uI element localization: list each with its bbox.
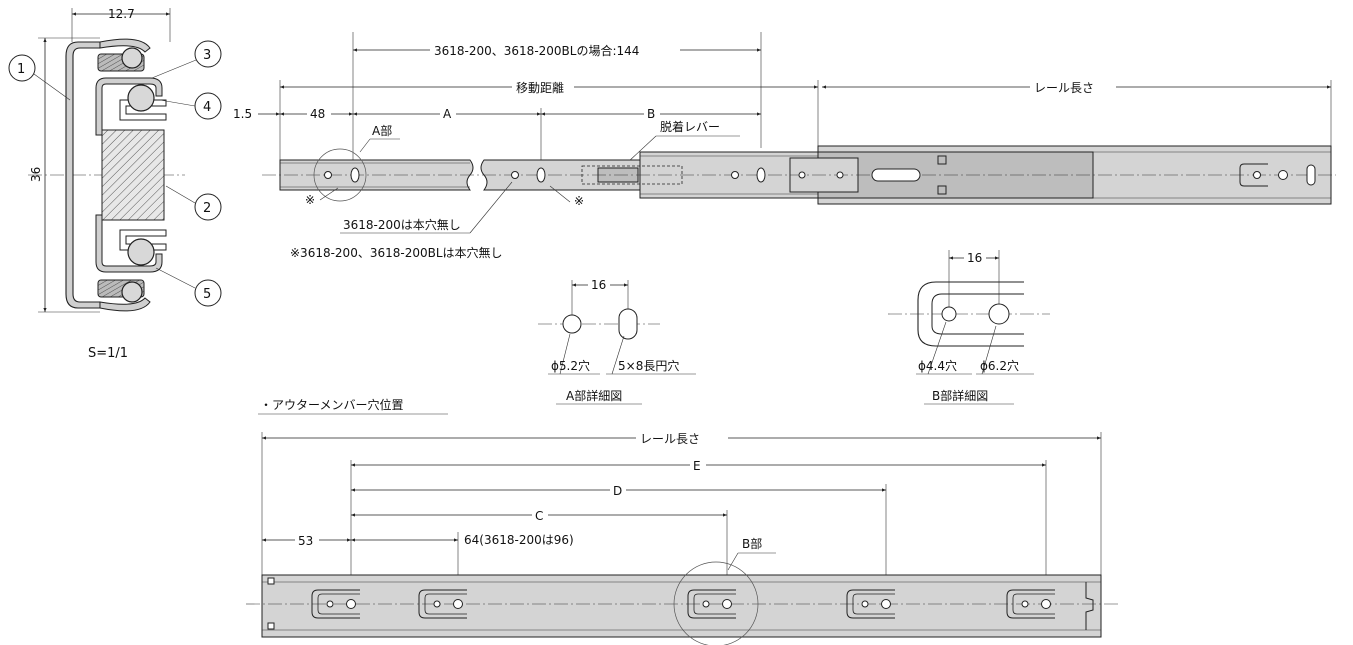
svg-text:4: 4 bbox=[203, 100, 211, 115]
hole bbox=[324, 171, 332, 179]
intermediate-member-bottom bbox=[95, 214, 163, 273]
no-hole-label: 3618-200は本穴無し bbox=[343, 217, 461, 232]
detail-a-round-hole bbox=[562, 314, 582, 334]
bracket-3 bbox=[673, 561, 759, 645]
note-mark-a: ※ bbox=[305, 193, 315, 207]
outer-member-view: ・アウターメンバー穴位置 レール長さ E D C 53 64(3618-200は… bbox=[246, 397, 1120, 645]
ball-bottom bbox=[127, 238, 155, 266]
detail-a-pitch-label: 16 bbox=[591, 278, 606, 292]
detail-b-hole1: ϕ4.4穴 bbox=[918, 358, 957, 373]
ball-outer-top bbox=[121, 47, 143, 69]
note-mark-b: ※ bbox=[574, 194, 584, 208]
detail-a-oval-hole bbox=[618, 308, 638, 340]
detail-b-hole2: ϕ6.2穴 bbox=[980, 358, 1019, 373]
svg-text:2: 2 bbox=[203, 201, 211, 216]
detail-circle-a bbox=[313, 148, 367, 202]
hole bbox=[798, 171, 806, 179]
outer-rail-length: レール長さ bbox=[640, 432, 700, 446]
detail-b-pitch-label: 16 bbox=[967, 251, 982, 265]
callout-3: 3 bbox=[151, 40, 222, 79]
outer-member-lip-bottom bbox=[99, 297, 151, 312]
dim-53-label: 53 bbox=[298, 534, 313, 548]
hole bbox=[1253, 171, 1261, 179]
outer-member-heading: ・アウターメンバー穴位置 bbox=[260, 397, 404, 412]
hole bbox=[731, 171, 739, 179]
outer-member-rail bbox=[261, 574, 1102, 638]
detail-b-title: B部詳細図 bbox=[932, 388, 988, 403]
dim-d-label: D bbox=[613, 484, 622, 498]
bracket-2 bbox=[418, 589, 467, 619]
rail-length-label: レール長さ bbox=[1034, 81, 1094, 95]
dim-144-label: 3618-200、3618-200BLの場合:144 bbox=[434, 43, 639, 58]
dim-width-label: 12.7 bbox=[108, 7, 135, 21]
end-slot bbox=[1306, 164, 1316, 186]
bracket-4 bbox=[846, 589, 895, 619]
travel-label: 移動距離 bbox=[516, 81, 564, 95]
ball-outer-bottom bbox=[121, 281, 143, 303]
bracket-5 bbox=[1006, 589, 1055, 619]
dim-height-label: 36 bbox=[29, 167, 43, 182]
lever-label: 脱着レバー bbox=[660, 119, 720, 134]
ball-top bbox=[127, 84, 155, 112]
bracket-1 bbox=[311, 589, 360, 619]
intermediate-member-top bbox=[95, 77, 163, 136]
detail-b-bracket-inner bbox=[931, 293, 1024, 335]
hole bbox=[836, 171, 844, 179]
slot bbox=[756, 167, 766, 183]
svg-text:1: 1 bbox=[17, 62, 25, 77]
stopper bbox=[937, 185, 947, 195]
note-bottom: ※3618-200、3618-200BLは本穴無し bbox=[290, 245, 503, 260]
dim-e-label: E bbox=[693, 459, 701, 473]
detail-a: 16 ϕ5.2穴 5×8長円穴 A部詳細図 bbox=[538, 277, 696, 405]
dim-b-label: B bbox=[647, 107, 655, 121]
dim-c-label: C bbox=[535, 509, 543, 523]
part-b-label: B部 bbox=[742, 536, 762, 551]
callout-2: 2 bbox=[165, 185, 222, 221]
detail-b-bracket-outer bbox=[917, 281, 1024, 347]
hatched-block bbox=[101, 129, 165, 221]
part-a-label: A部 bbox=[372, 123, 392, 138]
detail-b-small-hole bbox=[941, 306, 957, 322]
hole bbox=[1278, 170, 1288, 180]
callout-5: 5 bbox=[155, 267, 222, 307]
long-slot bbox=[871, 168, 921, 182]
top-view: 3618-200、3618-200BLの場合:144 移動距離 レール長さ 1.… bbox=[233, 32, 1336, 260]
dim-64-label: 64(3618-200は96) bbox=[464, 533, 574, 547]
svg-text:3: 3 bbox=[203, 48, 211, 63]
detail-a-title: A部詳細図 bbox=[566, 388, 622, 403]
outer-member-lip-top bbox=[99, 38, 151, 53]
hole bbox=[511, 171, 519, 179]
svg-text:5: 5 bbox=[203, 287, 211, 302]
scale-label: S=1/1 bbox=[88, 346, 128, 361]
detail-circle-b bbox=[673, 561, 759, 645]
detail-a-hole1: ϕ5.2穴 bbox=[551, 358, 590, 373]
slot bbox=[536, 167, 546, 183]
callout-4: 4 bbox=[159, 92, 222, 120]
slot bbox=[350, 167, 360, 183]
callout-1: 1 bbox=[8, 54, 71, 101]
detail-a-hole2: 5×8長円穴 bbox=[618, 358, 679, 373]
dim-1-5-label: 1.5 bbox=[233, 107, 252, 121]
dim-48-label: 48 bbox=[310, 107, 325, 121]
corner-hole bbox=[267, 622, 275, 630]
detail-b: 16 ϕ4.4穴 ϕ6.2穴 B部詳細図 bbox=[888, 250, 1050, 405]
stopper bbox=[937, 155, 947, 165]
cross-section: 12.7 36 1 bbox=[8, 7, 222, 361]
dim-a-label: A bbox=[443, 107, 452, 121]
corner-hole bbox=[267, 577, 275, 585]
detail-b-large-hole bbox=[988, 303, 1010, 325]
bracket-b bbox=[1239, 163, 1268, 187]
